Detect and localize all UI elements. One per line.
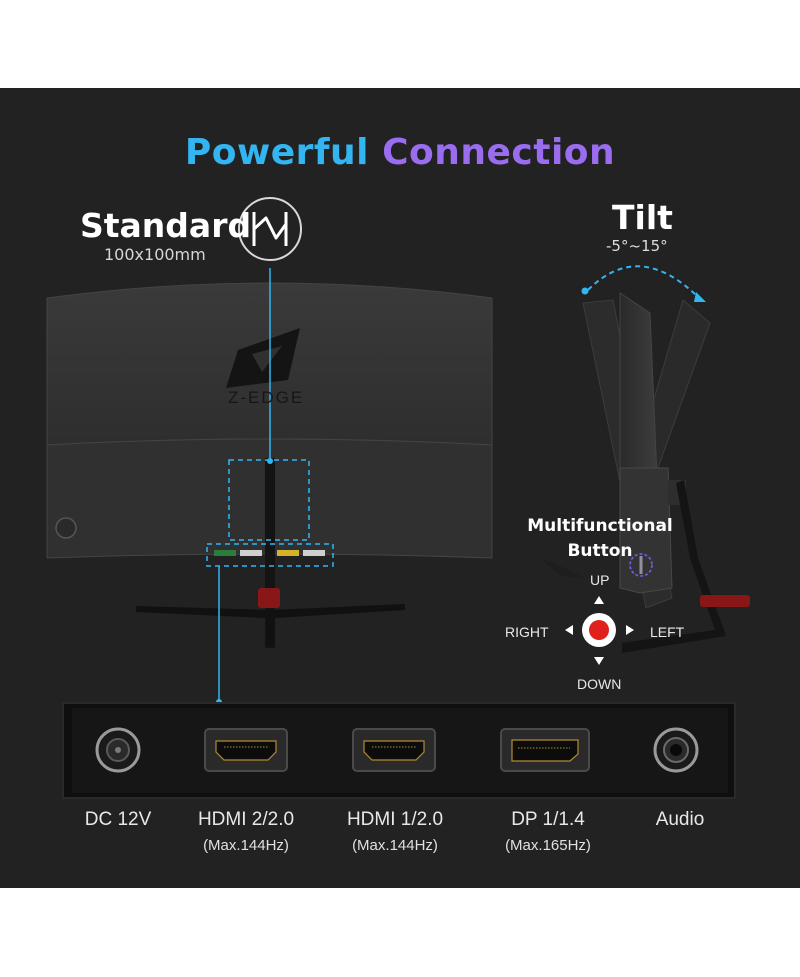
port-label-hdmi-1: HDMI 1/2.0 <box>346 809 444 830</box>
port-label-hdmi-2: HDMI 2/2.0 <box>197 809 295 830</box>
port-sticker-yellow <box>277 550 299 556</box>
port-spec-hdmi-2: (Max.144Hz) <box>203 837 289 854</box>
port-strip <box>62 702 736 799</box>
stand-neck <box>265 458 275 648</box>
vesa-label: Standard <box>80 206 252 245</box>
button-highlight-circle <box>629 553 653 577</box>
tilt-side-view <box>540 292 750 653</box>
tilt-label: Tilt <box>612 198 673 237</box>
port-spec-hdmi-1: (Max.144Hz) <box>352 837 438 854</box>
vesa-size: 100x100mm <box>104 245 206 264</box>
title-part-1: Powerful <box>184 132 370 173</box>
port-label-dc: DC 12V <box>84 809 152 830</box>
side-button-icon <box>55 517 77 539</box>
vesa-mount-icon <box>238 197 302 261</box>
stand-base <box>136 604 405 646</box>
direction-right: RIGHT <box>505 624 549 640</box>
right-arrow-icon <box>565 625 573 635</box>
title-part-2: Connection <box>382 132 616 173</box>
ports-area-outline <box>206 543 334 567</box>
port-spec-dp: (Max.165Hz) <box>505 837 591 854</box>
z-edge-logo-icon <box>226 328 300 388</box>
port-sticker-green <box>214 550 236 556</box>
direction-down: DOWN <box>577 676 622 692</box>
hdmi-1-port-icon <box>352 728 436 772</box>
hdmi-2-port-icon <box>204 728 288 772</box>
joystick-icon <box>565 596 634 665</box>
direction-up: UP <box>590 572 610 588</box>
brand-logo-text: Z-EDGE <box>228 388 305 407</box>
direction-left: LEFT <box>650 624 685 640</box>
dc-power-port-icon <box>95 727 141 773</box>
stand-red-ring <box>258 588 280 608</box>
port-sticker-grey <box>240 550 262 556</box>
down-arrow-icon <box>594 657 604 665</box>
monitor-illustration <box>46 197 750 799</box>
audio-jack-icon <box>653 727 699 773</box>
product-panel: Powerful Connection Standard 100x100mm T… <box>0 88 800 888</box>
page-title: Powerful Connection <box>0 132 800 173</box>
up-arrow-icon <box>594 596 604 604</box>
mf-label-line1: Multifunctional <box>527 516 673 536</box>
port-label-audio: Audio <box>655 809 705 830</box>
multifunction-button-label: Multifunctional Button <box>522 514 678 564</box>
mf-label-line2: Button <box>567 541 633 561</box>
left-arrow-icon <box>626 625 634 635</box>
port-sticker-grey-2 <box>303 550 325 556</box>
tilt-range: -5°~15° <box>606 237 668 255</box>
displayport-icon <box>500 728 590 772</box>
port-label-dp: DP 1/1.4 <box>511 809 585 830</box>
tilt-arc <box>587 265 702 301</box>
